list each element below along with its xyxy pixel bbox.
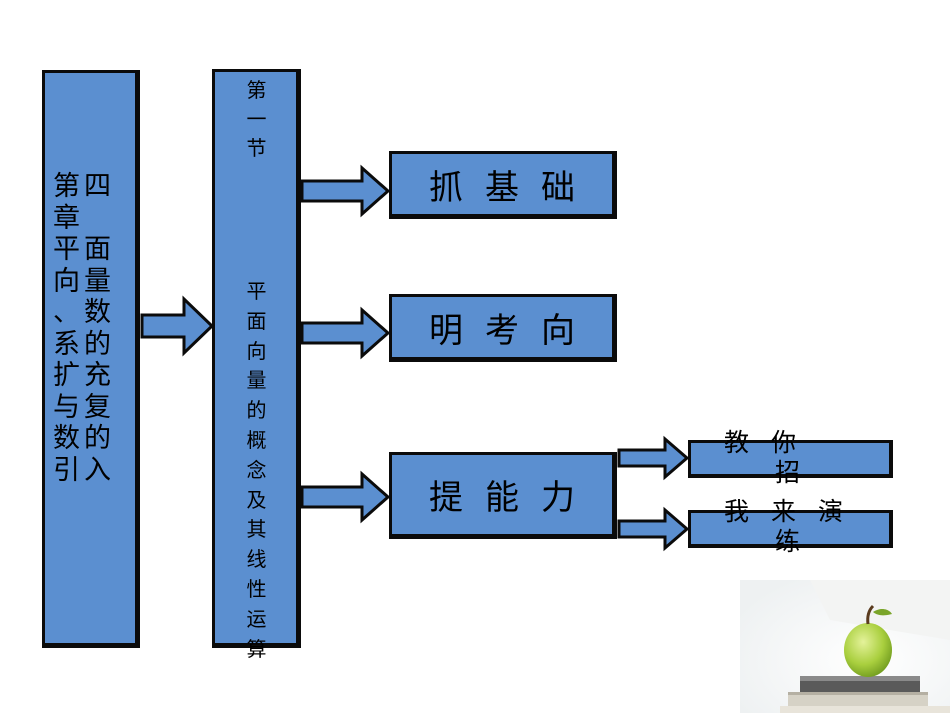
chapter-char: 引 (53, 454, 80, 486)
arrow-right-icon (617, 506, 690, 552)
kaoxiang-box[interactable]: 明考向 (389, 294, 617, 362)
chapter-char: 四 (84, 171, 111, 202)
section-title-char: 其 (246, 517, 267, 542)
chapter-char: 量 (84, 265, 111, 297)
chapter-char: 面 (84, 234, 111, 265)
apple-on-books-icon (740, 580, 950, 713)
section-label-char: 一 (246, 107, 267, 131)
chapter-char: 充 (84, 360, 111, 391)
chapter-char: 的 (84, 328, 111, 360)
section-box: 第 一 节 平 面 向 量 的 概 念 及 其 线 性 运 算 (212, 69, 301, 661)
section-title-char: 平 (246, 279, 267, 303)
wo-lai-yan-lian-label-line1: 我来演 (724, 497, 866, 526)
chapter-title: 第 四 章 平 面 向 量 、 数 系 的 扩 充 与 复 数 的 引 入 (51, 173, 135, 488)
section-label: 第 一 节 (215, 76, 298, 163)
chapter-char: 数 (53, 423, 80, 454)
chapter-char: 扩 (53, 360, 80, 391)
arrow-right-icon (300, 164, 391, 218)
section-label-char: 第 (246, 78, 267, 102)
nengli-box[interactable]: 提能力 (389, 452, 617, 539)
wo-lai-yan-lian-box[interactable] (688, 510, 893, 548)
jiao-ni-zhao-label-line2: 招 (775, 458, 823, 487)
chapter-char: 章 (53, 202, 80, 234)
section-title-char: 算 (246, 636, 267, 661)
section-title-char: 面 (246, 308, 267, 333)
chapter-char: 平 (53, 234, 80, 265)
section-label-char: 节 (246, 136, 267, 160)
chapter-box: 第 四 章 平 面 向 量 、 数 系 的 扩 充 与 复 数 的 引 入 (42, 70, 140, 648)
apple-icon (844, 604, 892, 677)
chapter-char: 的 (84, 423, 111, 454)
chapter-char: 复 (84, 391, 111, 423)
chapter-char (82, 205, 113, 237)
section-title-char: 性 (246, 576, 267, 601)
books-icon (780, 676, 950, 713)
section-title-char: 概 (246, 427, 267, 452)
chapter-char: 向 (53, 265, 80, 297)
chapter-char: 数 (84, 297, 111, 328)
chapter-char: 系 (53, 328, 80, 360)
jichu-box[interactable]: 抓基础 (389, 151, 617, 219)
arrow-right-icon (300, 306, 391, 360)
section-title-char: 向 (246, 338, 267, 363)
jiao-ni-zhao-label-line1: 教你 (724, 428, 819, 457)
arrow-right-icon (617, 435, 690, 481)
section-title-char: 念 (246, 457, 267, 482)
chapter-char: 与 (53, 391, 80, 423)
arrow-right-icon (300, 470, 391, 524)
section-title-char: 量 (246, 368, 267, 393)
jiao-ni-zhao-box[interactable] (688, 440, 893, 478)
arrow-right-icon (140, 295, 215, 357)
chapter-char: 入 (84, 454, 111, 486)
chapter-char: 第 (53, 171, 80, 202)
chapter-char: 、 (53, 297, 80, 328)
section-title-char: 及 (246, 487, 267, 512)
section-title-char: 的 (246, 398, 267, 423)
wo-lai-yan-lian-label-line2: 练 (775, 527, 823, 556)
section-title: 平 面 向 量 的 概 念 及 其 线 性 运 算 (215, 277, 298, 664)
section-title-char: 运 (246, 606, 267, 631)
section-title-char: 线 (246, 547, 267, 572)
